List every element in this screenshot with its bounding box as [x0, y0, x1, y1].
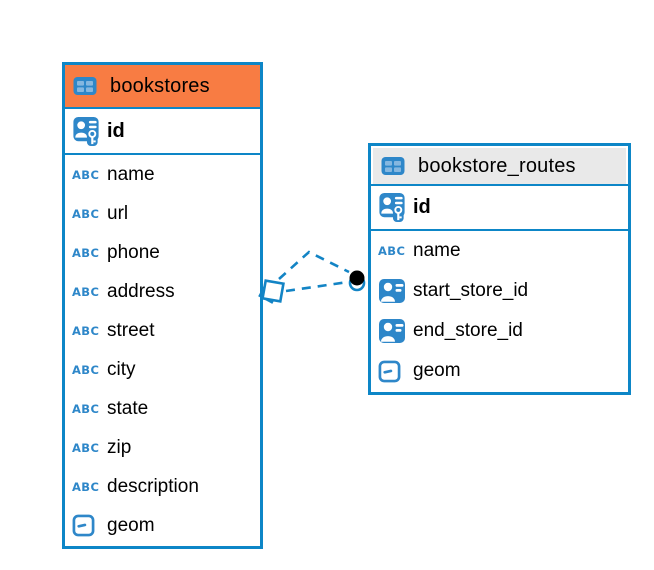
column-row[interactable]: ABC name — [371, 231, 628, 271]
column-name: end_store_id — [413, 320, 523, 341]
column-name: name — [107, 163, 155, 185]
column-row[interactable]: geom — [371, 351, 628, 391]
geometry-type-icon — [378, 360, 406, 383]
column-name: start_store_id — [413, 280, 529, 301]
text-type-icon: ABC — [378, 244, 406, 258]
relationship-line-upper[interactable] — [278, 250, 350, 280]
column-row[interactable]: ABC city — [65, 350, 260, 389]
column-row[interactable]: ABC phone — [65, 233, 260, 272]
text-type-icon: ABC — [72, 206, 100, 221]
relationship-line-lower[interactable] — [285, 280, 349, 293]
column-list: ABC name ABC url ABC phone ABC address A… — [65, 155, 260, 545]
column-row[interactable]: start_store_id — [371, 271, 628, 311]
column-name: url — [107, 202, 129, 224]
dot-end-marker — [348, 270, 366, 292]
text-type-icon: ABC — [72, 401, 100, 416]
column-row[interactable]: end_store_id — [371, 311, 628, 351]
table-header-wrap: bookstore_routes — [371, 148, 628, 186]
text-type-icon: ABC — [72, 245, 100, 260]
column-row[interactable]: ABC street — [65, 311, 260, 350]
table-bookstore-routes[interactable]: bookstore_routes id ABC name start_store… — [368, 143, 631, 395]
table-title: bookstore_routes — [418, 154, 576, 177]
column-name: zip — [107, 436, 132, 458]
column-row[interactable]: ABC url — [65, 194, 260, 233]
primary-key-icon — [72, 116, 100, 147]
column-name: description — [107, 475, 199, 497]
table-title: bookstores — [110, 74, 210, 97]
table-bookstores-header[interactable]: bookstores — [65, 65, 260, 107]
text-type-icon: ABC — [72, 284, 100, 299]
text-type-icon: ABC — [72, 362, 100, 377]
text-type-icon: ABC — [72, 440, 100, 455]
text-type-icon: ABC — [72, 479, 100, 494]
column-row[interactable]: ABC name — [65, 155, 260, 194]
column-name: address — [107, 280, 175, 302]
reference-type-icon — [378, 318, 406, 344]
column-row-pk[interactable]: id — [371, 186, 628, 231]
column-row[interactable]: ABC address — [65, 272, 260, 311]
reference-type-icon — [378, 278, 406, 304]
table-bookstores[interactable]: bookstores id ABC name ABC url ABC phone… — [62, 62, 263, 549]
column-name: state — [107, 397, 149, 419]
text-type-icon: ABC — [72, 323, 100, 338]
table-header-wrap: bookstores — [65, 65, 260, 109]
text-type-icon: ABC — [72, 167, 100, 182]
column-name: name — [413, 240, 461, 261]
table-icon — [381, 156, 409, 176]
column-row[interactable]: ABC zip — [65, 428, 260, 467]
column-name: geom — [413, 360, 461, 381]
table-icon — [73, 76, 101, 96]
column-row-pk[interactable]: id — [65, 109, 260, 155]
column-row[interactable]: ABC description — [65, 467, 260, 506]
geometry-type-icon — [72, 514, 100, 537]
column-name: phone — [107, 241, 160, 263]
table-bookstore-routes-header[interactable]: bookstore_routes — [373, 148, 626, 184]
column-name: id — [107, 119, 125, 142]
column-list: ABC name start_store_id end_store_id geo… — [371, 231, 628, 391]
column-row[interactable]: geom — [65, 506, 260, 545]
diamond-end-marker — [258, 279, 285, 304]
column-name: street — [107, 319, 155, 341]
column-row[interactable]: ABC state — [65, 389, 260, 428]
column-name: city — [107, 358, 136, 380]
column-name: geom — [107, 514, 155, 536]
relationship-connector — [258, 250, 366, 304]
primary-key-icon — [378, 192, 406, 223]
column-name: id — [413, 196, 431, 218]
